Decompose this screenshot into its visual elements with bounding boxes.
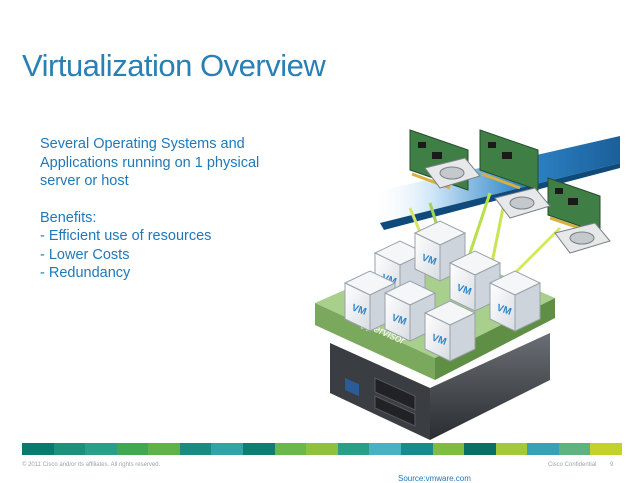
copyright: © 2011 Cisco and/or its affiliates. All … <box>22 462 161 468</box>
hard-disk <box>424 157 481 189</box>
stripe-segment <box>274 443 307 455</box>
stripe-segment <box>116 443 149 455</box>
slide-body: Several Operating Systems and Applicatio… <box>40 135 330 283</box>
stripe-segment <box>400 443 433 455</box>
stripe-segment <box>432 443 465 455</box>
stripe-segment <box>464 443 496 455</box>
vm-label: VM <box>455 282 473 297</box>
vm-cube: VM <box>488 270 542 332</box>
stripe-segment <box>527 443 559 455</box>
physical-server <box>330 333 550 440</box>
vm-label: VM <box>390 312 408 327</box>
stripe-segment <box>148 443 180 455</box>
slide-title: Virtualization Overview <box>22 48 326 83</box>
vm-cube: VM <box>413 220 467 282</box>
intro-line: server or host <box>40 173 129 189</box>
stripe-segment <box>22 443 54 455</box>
stripe-segment <box>495 443 528 455</box>
vm-label: VM <box>420 252 438 267</box>
stripe-segment <box>179 443 212 455</box>
intro-line: Several Operating Systems and <box>40 136 245 152</box>
page-number: 9 <box>610 462 614 468</box>
stripe-segment <box>243 443 275 455</box>
vm-group: VMVMVMVMVMVMVM <box>343 220 542 362</box>
virtualization-illustration: Hypervisor VMVMVMVMVMVMVM <box>315 129 620 440</box>
color-stripe <box>22 443 622 455</box>
stripe-segment <box>211 443 244 455</box>
hard-disk <box>494 187 551 219</box>
stripe-segment <box>337 443 370 455</box>
vm-cube: VM <box>383 280 437 342</box>
vm-label: VM <box>495 302 513 317</box>
stripe-segment <box>53 443 86 455</box>
confidential-label: Cisco Confidential <box>548 462 597 468</box>
stripe-segment <box>590 443 622 455</box>
stripe-segment <box>306 443 338 455</box>
stripe-segment <box>558 443 591 455</box>
intro-line: Applications running on 1 physical <box>40 154 260 171</box>
benefit-item: - Redundancy <box>40 265 131 281</box>
network-card <box>479 129 539 191</box>
benefit-item: - Lower Costs <box>40 246 130 263</box>
vm-label: VM <box>430 332 448 347</box>
benefits-heading: Benefits: <box>40 209 97 226</box>
hard-disk <box>554 222 611 254</box>
benefit-item: - Efficient use of resources <box>40 228 212 244</box>
vm-cube: VM <box>423 300 477 362</box>
vm-label: VM <box>350 302 368 317</box>
network-card <box>547 177 601 234</box>
stripe-segment <box>85 443 117 455</box>
stripe-segment <box>369 443 401 455</box>
